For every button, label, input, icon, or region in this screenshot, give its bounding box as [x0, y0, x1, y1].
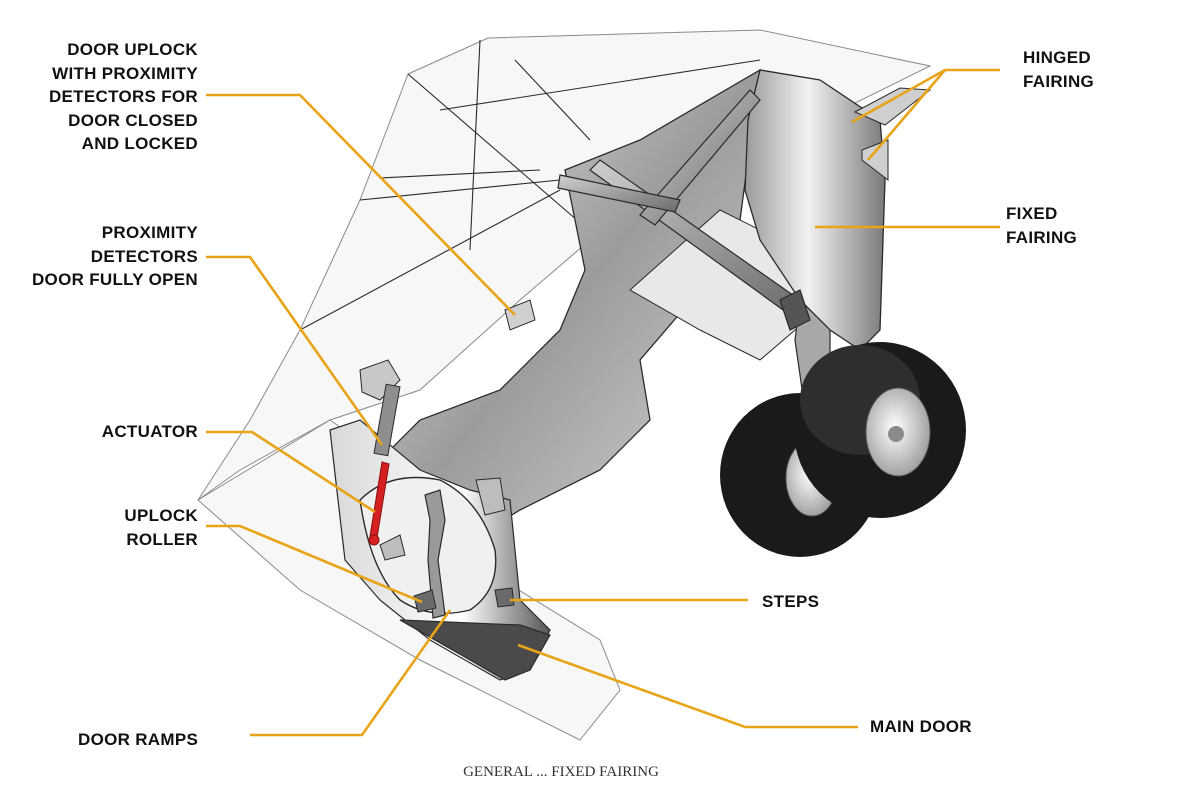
label-line: PROXIMITY [101, 223, 198, 242]
leader-main-door [517, 643, 858, 729]
main-wheels [720, 342, 966, 557]
leader-hinged-fairing-2 [867, 69, 946, 161]
leader-door-ramps [250, 609, 452, 737]
structure-lines [299, 39, 761, 331]
axle-cap [888, 426, 904, 442]
label-line: FAIRING [1023, 71, 1095, 91]
label-line: FAIRING [1006, 227, 1078, 247]
label-line: UPLOCK [124, 506, 198, 525]
label-main-door: MAIN DOOR [870, 715, 972, 739]
gear-struts [557, 89, 831, 411]
label-line: DETECTORS [90, 246, 198, 266]
label-line: DOOR CLOSED [68, 110, 198, 130]
label-steps: STEPS [762, 590, 819, 614]
label-line: DOOR UPLOCK [67, 40, 198, 59]
leader-uplock-roller [206, 524, 423, 604]
label-line: HINGED [1023, 48, 1091, 67]
label-line: WITH PROXIMITY [52, 63, 198, 83]
label-line: MAIN DOOR [870, 717, 972, 736]
label-line: FIXED [1006, 204, 1058, 223]
leader-lines [206, 68, 1000, 737]
label-door-uplock: DOOR UPLOCK WITH PROXIMITY DETECTORS FOR… [49, 38, 198, 156]
leader-actuator [206, 430, 376, 514]
label-uplock-roller: UPLOCK ROLLER [124, 504, 198, 551]
label-line: ACTUATOR [101, 422, 198, 441]
figure-caption: GENERAL ... FIXED FAIRING [463, 764, 659, 780]
label-door-ramps: DOOR RAMPS [78, 728, 198, 752]
label-line: AND LOCKED [81, 134, 198, 153]
leader-door-uplock [206, 93, 516, 316]
label-hinged-fairing: HINGED FAIRING [1023, 46, 1094, 93]
leader-proximity-open [206, 255, 384, 446]
label-proximity-open: PROXIMITY DETECTORS DOOR FULLY OPEN [32, 221, 198, 292]
label-actuator: ACTUATOR [102, 420, 198, 444]
label-line: DOOR FULLY OPEN [31, 270, 198, 289]
label-fixed-fairing: FIXED FAIRING [1006, 202, 1077, 249]
label-line: DOOR RAMPS [78, 730, 199, 749]
label-line: STEPS [762, 592, 820, 611]
label-line: ROLLER [126, 529, 198, 549]
label-line: DETECTORS FOR [48, 87, 198, 106]
